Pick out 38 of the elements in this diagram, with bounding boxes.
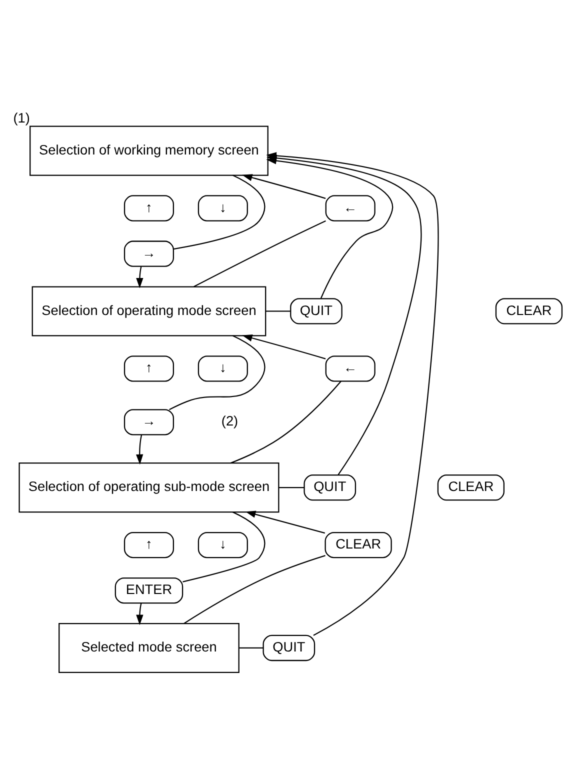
node-box: Selection of operating mode screen xyxy=(32,286,266,336)
node-box: ↑ xyxy=(124,355,174,382)
node-box: ↓ xyxy=(198,531,248,558)
node-box: CLEAR xyxy=(437,474,505,500)
node-box: CLEAR xyxy=(324,531,392,558)
connector xyxy=(184,554,326,624)
node-box: QUIT xyxy=(262,634,316,661)
node-box: ← xyxy=(325,355,376,382)
connector xyxy=(182,511,266,582)
node-box: ↓ xyxy=(198,355,248,382)
node-box: Selection of operating sub-mode screen xyxy=(18,462,280,512)
node-box: ↓ xyxy=(198,194,248,221)
connector xyxy=(169,334,266,410)
node-label: (1) xyxy=(13,110,30,125)
node-box: CLEAR xyxy=(495,298,563,324)
connector xyxy=(194,220,326,287)
connector xyxy=(266,310,290,312)
arrow xyxy=(242,174,326,198)
node-box: → xyxy=(124,240,174,266)
node-box: QUIT xyxy=(290,298,342,324)
node-box: QUIT xyxy=(304,474,356,500)
node-box: → xyxy=(124,408,174,435)
connector xyxy=(239,646,264,648)
arrow xyxy=(136,434,144,464)
node-box: ↑ xyxy=(124,531,174,558)
label: (2) xyxy=(221,413,238,428)
arrow xyxy=(136,602,144,625)
node-box: ENTER xyxy=(114,576,184,604)
arrow xyxy=(136,266,144,288)
node-box: ↑ xyxy=(124,194,174,221)
connector xyxy=(279,486,304,488)
arrow xyxy=(242,334,326,359)
node-box: Selection of working memory screen xyxy=(30,125,268,176)
connector xyxy=(173,174,266,250)
node-box: ← xyxy=(325,194,376,221)
arrow xyxy=(245,510,326,534)
connector xyxy=(230,380,342,464)
node-box: Selected mode screen xyxy=(58,622,240,673)
